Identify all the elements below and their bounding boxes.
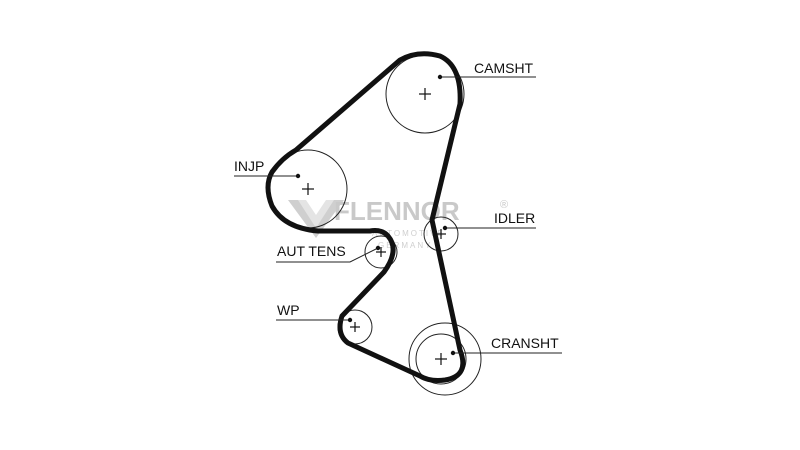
watermark-brand: FLENNOR (334, 196, 460, 226)
brand-logo-icon (288, 200, 344, 238)
auto-tensioner-pulley (364, 235, 398, 269)
watermark: FLENNOR ® AUTOMOTIVE GERMANY (288, 196, 508, 250)
watermark-subline-2: GERMANY (378, 241, 432, 250)
label-injection-pump: INJP (234, 158, 264, 174)
leader-lines (234, 76, 562, 354)
leader-dots (295, 74, 456, 356)
crankshaft-outer-pulley (408, 322, 482, 396)
label-auto-tensioner: AUT TENS (277, 243, 346, 259)
timing-belt (265, 51, 466, 383)
label-water-pump: WP (277, 302, 300, 318)
label-idler: IDLER (494, 210, 535, 226)
crankshaft-inner-pulley (415, 333, 467, 385)
label-crankshaft: CRANSHT (491, 335, 559, 351)
watermark-subline-1: AUTOMOTIVE (372, 229, 445, 238)
watermark-registered-mark: ® (500, 199, 508, 211)
label-camshaft: CAMSHT (474, 60, 534, 76)
pulley-centre-marks (302, 88, 447, 365)
